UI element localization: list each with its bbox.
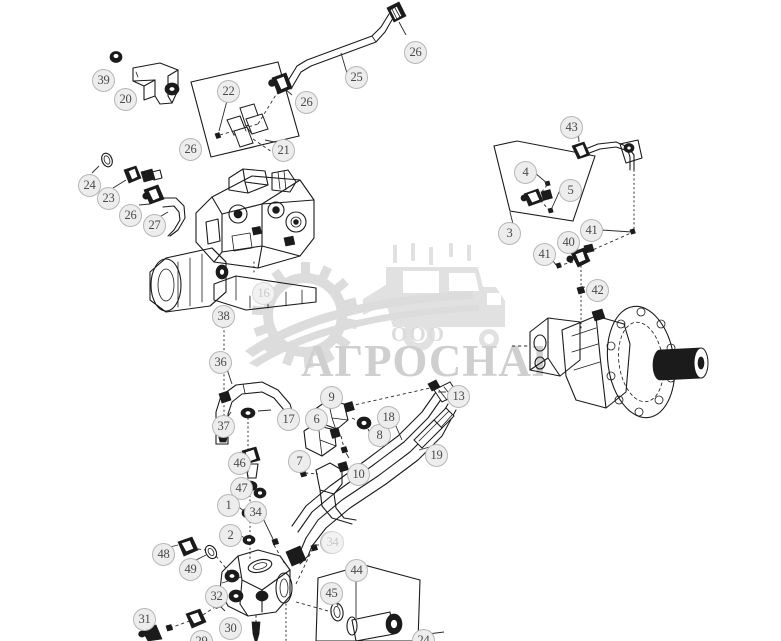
callout-bubble-10[interactable]: 10 [347, 463, 370, 486]
callout-bubble-13[interactable]: 13 [447, 385, 470, 408]
callout-bubble-23[interactable]: 23 [97, 187, 120, 210]
callout-bubble-4[interactable]: 4 [514, 161, 537, 184]
inset-box-plug [493, 140, 596, 229]
callout-bubble-5[interactable]: 5 [559, 179, 582, 202]
tee-fitting-part [226, 103, 269, 148]
callout-bubble-6[interactable]: 6 [305, 408, 328, 431]
callout-bubble-7[interactable]: 7 [288, 450, 311, 473]
callout-bubble-47[interactable]: 47 [230, 477, 253, 500]
callout-bubble-46[interactable]: 46 [228, 452, 251, 475]
plug-48 [177, 536, 199, 557]
callout-bubble-30[interactable]: 30 [219, 617, 242, 640]
hydraulic-motor [512, 305, 709, 419]
callout-bubble-3[interactable]: 3 [498, 222, 521, 245]
hydrostatic-pump [149, 168, 317, 317]
manifold-block [138, 507, 319, 641]
callout-bubble-26[interactable]: 26 [179, 138, 202, 161]
callout-bubble-26[interactable]: 26 [119, 204, 142, 227]
callout-bubble-9[interactable]: 9 [320, 386, 343, 409]
callout-bubble-21[interactable]: 21 [272, 139, 295, 162]
callout-bubble-34[interactable]: 34 [321, 531, 344, 554]
callout-bubble-37[interactable]: 37 [212, 415, 235, 438]
callout-bubble-41[interactable]: 41 [533, 243, 556, 266]
callout-bubble-20[interactable]: 20 [114, 88, 137, 111]
hose-fitting-upper-left [268, 72, 293, 95]
callout-bubble-18[interactable]: 18 [377, 406, 400, 429]
callout-bubble-39[interactable]: 39 [92, 69, 115, 92]
hose-fitting-upper-right [386, 1, 407, 23]
callout-bubble-48[interactable]: 48 [152, 543, 175, 566]
bracket-assembly [109, 51, 180, 105]
callout-bubble-22[interactable]: 22 [217, 80, 240, 103]
callout-bubble-19[interactable]: 19 [425, 444, 448, 467]
callout-bubble-26[interactable]: 26 [295, 91, 318, 114]
callout-bubble-49[interactable]: 49 [179, 558, 202, 581]
callout-bubble-45[interactable]: 45 [320, 582, 343, 605]
callout-bubble-1[interactable]: 1 [217, 494, 240, 517]
fitting-29 [185, 608, 207, 629]
left-small-parts [91, 152, 186, 237]
tube-assembly-43 [571, 127, 643, 171]
upper-hose [268, 1, 407, 96]
callout-bubble-25[interactable]: 25 [345, 66, 368, 89]
callout-bubble-17[interactable]: 17 [277, 408, 300, 431]
callout-bubble-44[interactable]: 44 [345, 559, 368, 582]
hose-fitting-26-left [142, 184, 165, 205]
callout-bubble-16[interactable]: 16 [252, 282, 275, 305]
elbow-fitting-23 [123, 165, 163, 184]
callout-bubble-24[interactable]: 24 [78, 174, 101, 197]
charge-pump-drum [149, 247, 229, 313]
callout-bubble-2[interactable]: 2 [219, 524, 242, 547]
plug-part-40 [520, 188, 553, 207]
callout-bubble-41[interactable]: 41 [580, 219, 603, 242]
callout-bubble-43[interactable]: 43 [560, 116, 583, 139]
pressure-hoses [285, 379, 459, 567]
callout-bubble-36[interactable]: 36 [209, 351, 232, 374]
callout-bubble-8[interactable]: 8 [368, 424, 391, 447]
callout-bubble-38[interactable]: 38 [212, 305, 235, 328]
callout-bubble-26[interactable]: 26 [404, 41, 427, 64]
callout-bubble-40[interactable]: 40 [557, 231, 580, 254]
callout-bubble-27[interactable]: 27 [143, 214, 166, 237]
callout-bubble-31[interactable]: 31 [133, 608, 156, 631]
callout-bubble-34[interactable]: 34 [244, 501, 267, 524]
callout-bubble-32[interactable]: 32 [205, 585, 228, 608]
callout-bubble-42[interactable]: 42 [586, 279, 609, 302]
